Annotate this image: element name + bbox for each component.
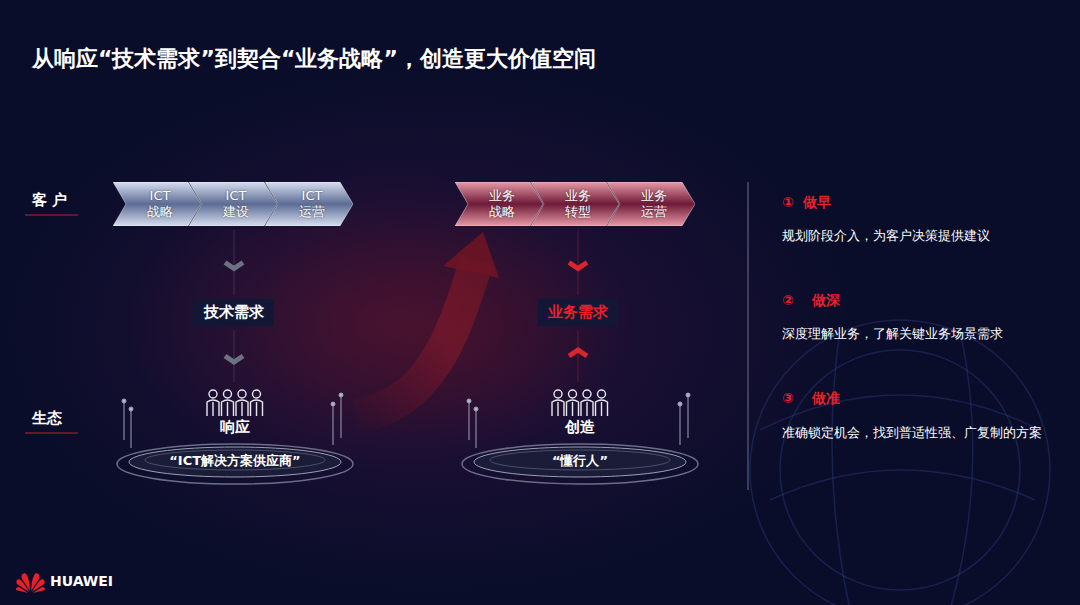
callout-number: ① [782,194,794,210]
step-label: 业务 转型 [561,188,595,220]
brand-name: HUAWEI [50,573,113,589]
ecosystem-platform: 响应 “ICT解决方案供应商” [115,386,355,486]
ecosystem-platform: 创造 “懂行人” [460,386,700,486]
chevron-step: ICT 运营 [265,182,353,226]
role-name: “懂行人” [460,452,700,470]
row-underline [25,215,78,433]
people-icon [207,390,263,416]
point-heading: 做准 [812,390,840,408]
connector [225,230,243,295]
row-label: 客 户 [32,191,67,210]
step-label: ICT 战略 [143,188,177,220]
connector [569,330,587,382]
step-label: ICT 运营 [295,188,329,220]
step-label: 业务 战略 [485,188,519,220]
step-label: 业务 运营 [637,188,671,220]
chevron-step: ICT 战略 [113,182,201,226]
callout-number: ② [782,292,794,308]
huawei-logo [16,573,45,593]
connector [355,232,499,416]
role-verb: 创造 [460,418,700,437]
chevron-step: ICT 建设 [189,182,277,226]
globe-decoration [750,320,1050,605]
demand-label: 业务需求 [548,303,608,322]
point-body: 准确锁定机会，找到普适性强、广复制的方案 [782,424,1042,442]
row-label: 生态 [32,409,62,428]
role-verb: 响应 [115,418,355,437]
role-name: “ICT解决方案供应商” [115,452,355,470]
demand-box: 业务需求 [538,299,618,326]
point-body: 深度理解业务，了解关键业务场景需求 [782,325,1003,343]
chevron-step: 业务 运营 [607,182,695,226]
demand-box: 技术需求 [194,299,274,326]
people-icon [552,390,608,416]
title: 从响应“技术需求”到契合“业务战略”，创造更大价值空间 [32,44,596,74]
point-heading: 做深 [812,292,840,310]
demand-label: 技术需求 [204,303,264,322]
callout-number: ③ [782,390,794,406]
divider [748,182,749,490]
connector [569,230,587,295]
chevron-step: 业务 转型 [531,182,619,226]
point-body: 规划阶段介入，为客户决策提供建议 [782,227,990,245]
point-heading: 做早 [803,194,831,212]
step-label: ICT 建设 [219,188,253,220]
chevron-step: 业务 战略 [455,182,543,226]
glow [120,170,640,470]
connector [225,330,243,382]
